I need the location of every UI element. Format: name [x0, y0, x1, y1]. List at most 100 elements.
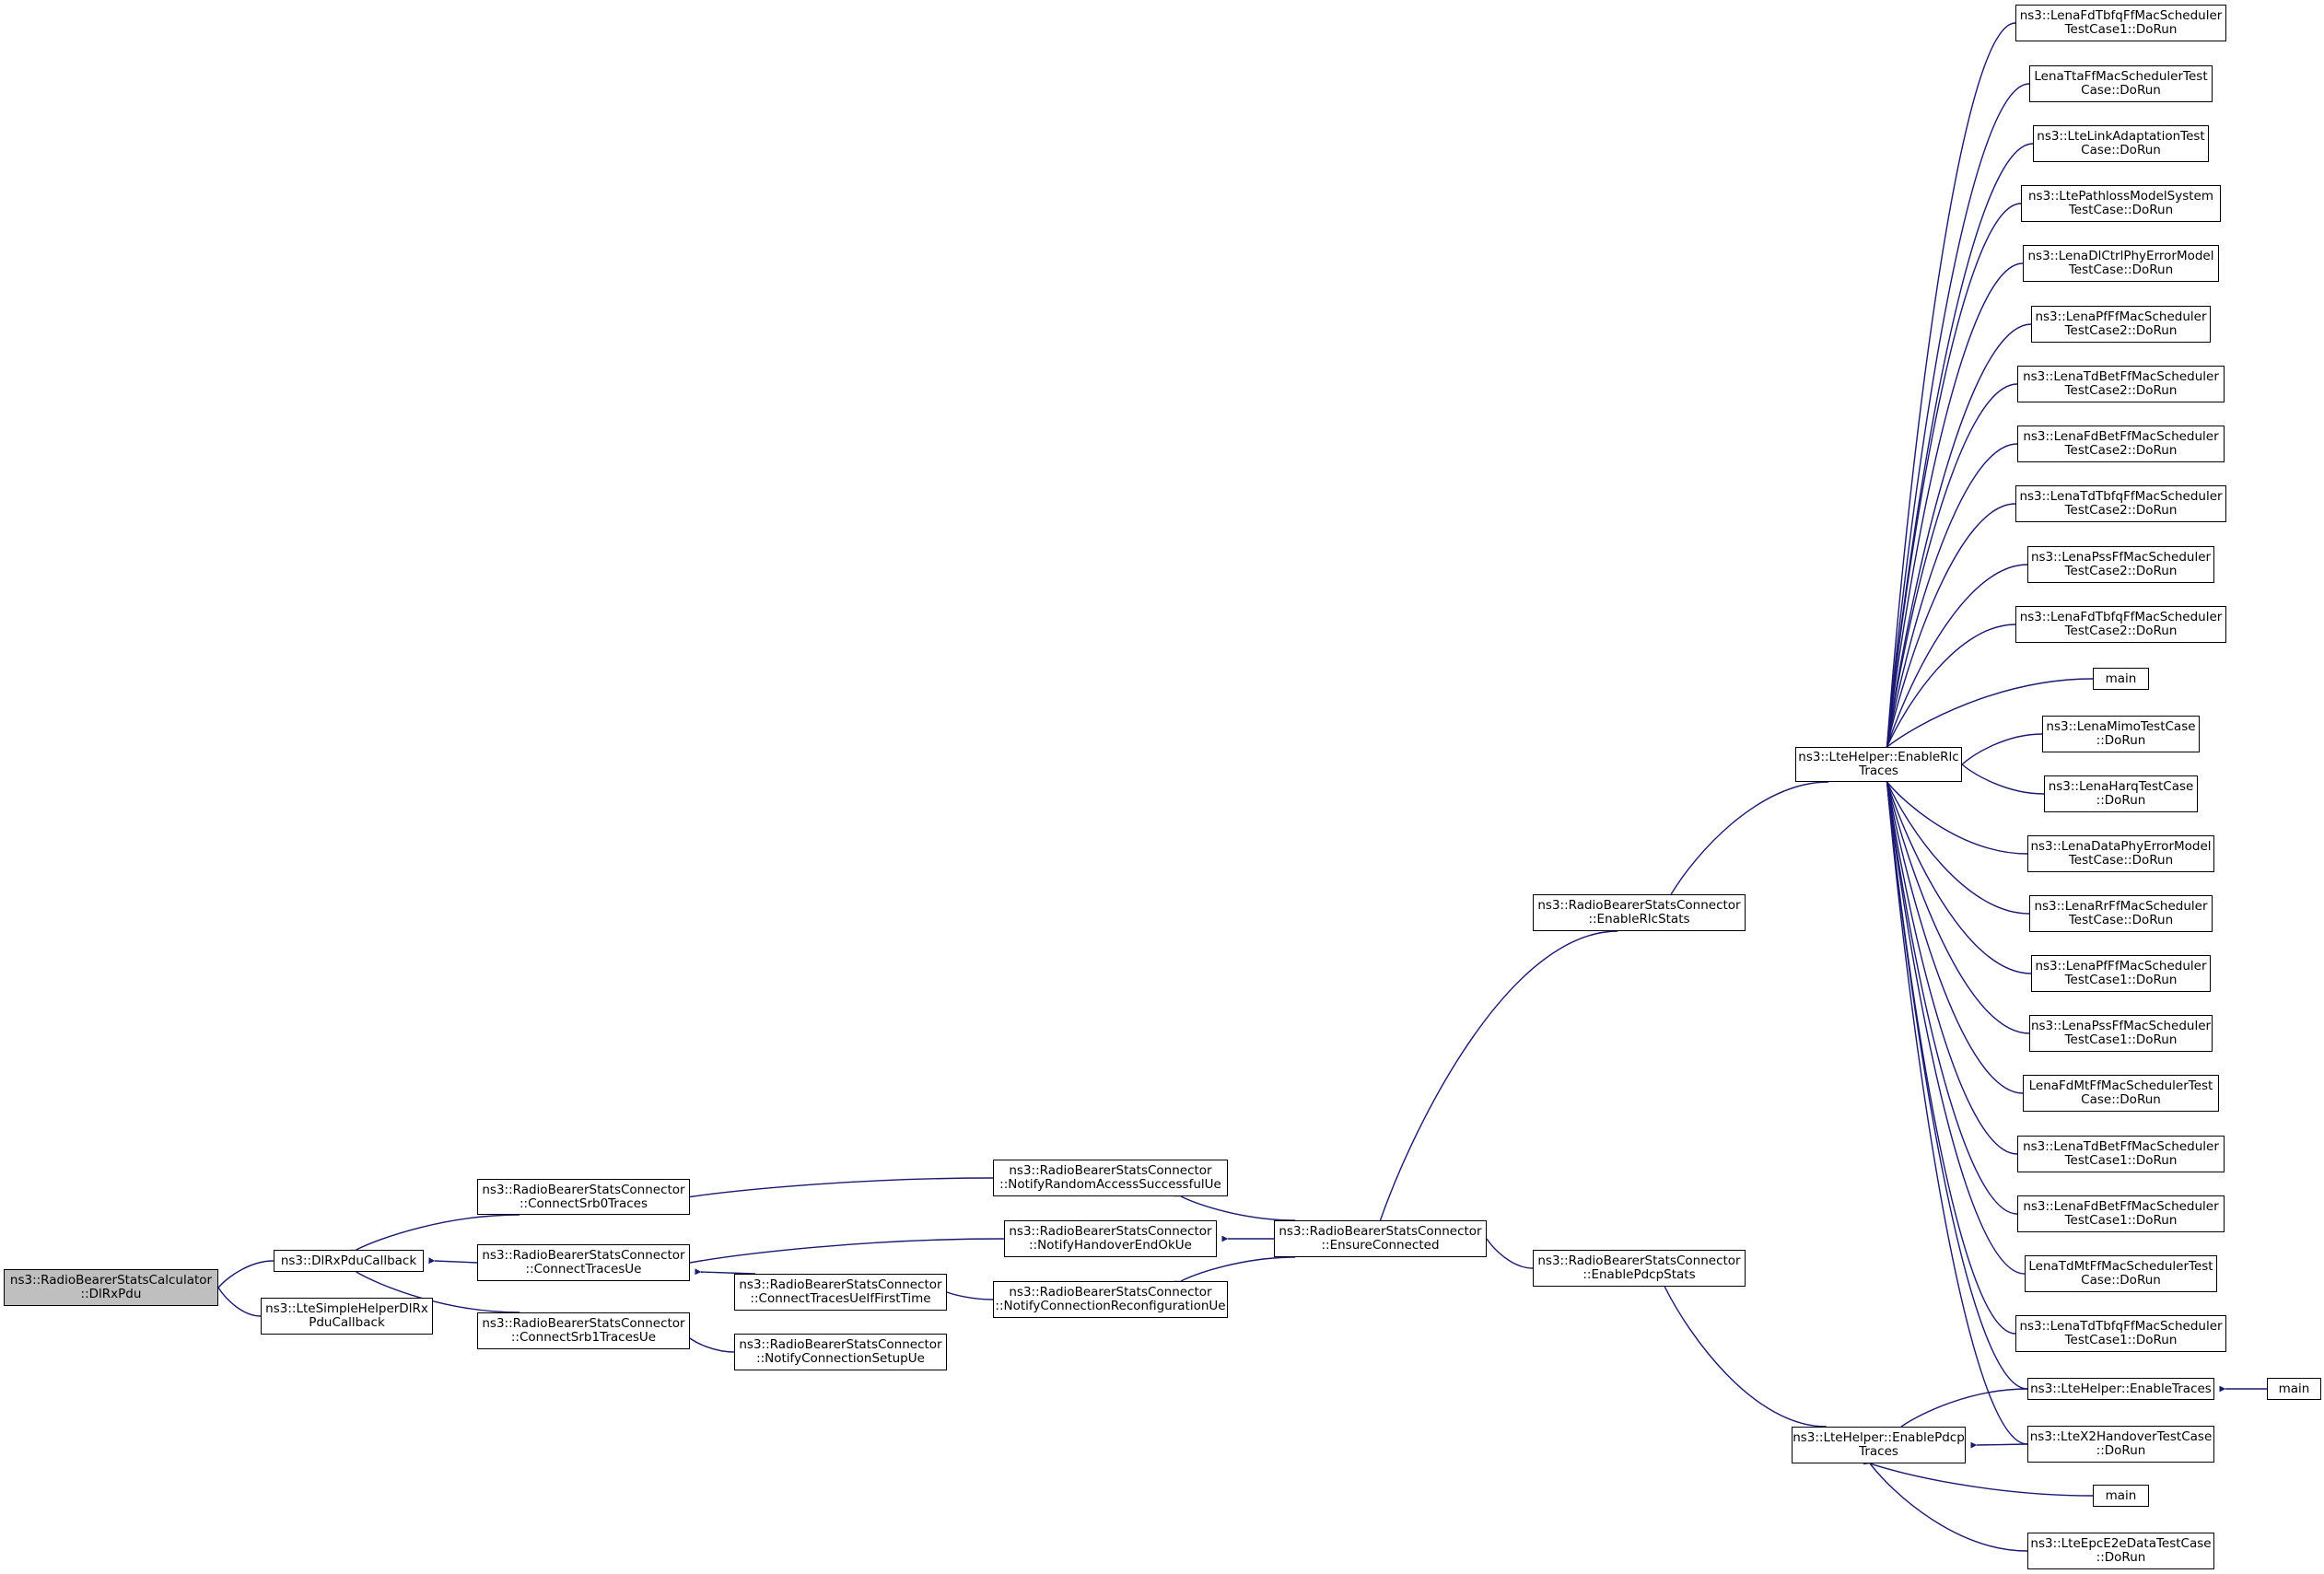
node-label-line: ::ConnectTracesUeIfFirstTime	[750, 1291, 931, 1306]
node-ns3-radiobearerstatsconnector-connecttracesue[interactable]: ns3::RadioBearerStatsConnector::ConnectT…	[477, 1244, 690, 1281]
node-ns3-radiobearerstatsconnector-connectsrb1tracesue[interactable]: ns3::RadioBearerStatsConnector::ConnectS…	[477, 1312, 690, 1349]
node-label-line: ns3::LenaDataPhyErrorModel	[2030, 839, 2212, 854]
node-label-line: TestCase::DoRun	[2068, 853, 2174, 868]
node-label-line: ns3::LteHelper::EnableRlc	[1798, 750, 1959, 764]
node-label-line: TestCase2::DoRun	[2064, 564, 2178, 578]
node-label-line: ::NotifyConnectionReconfigurationUe	[995, 1299, 1226, 1313]
node-label-line: ns3::LtePathlossModelSystem	[2027, 189, 2213, 204]
node-label-line: ns3::LenaFdTbfqFfMacScheduler	[2019, 8, 2223, 23]
node-label-line: TestCase1::DoRun	[2064, 1333, 2178, 1347]
node-ns3-lteepce2edatatestcase-dorun[interactable]: ns3::LteEpcE2eDataTestCase::DoRun	[2027, 1533, 2214, 1569]
edge-t6-to-enrlc	[1883, 323, 2032, 754]
edge-t16-to-enrlc	[1881, 775, 2030, 915]
edge-t21-to-enrlc	[1883, 775, 2018, 1215]
node-label-line: ns3::LenaPfFfMacScheduler	[2035, 959, 2207, 974]
node-ns3-dlrxpducallback[interactable]: ns3::DlRxPduCallback	[274, 1250, 424, 1272]
node-label-line: ::DoRun	[2096, 1550, 2146, 1565]
node-ns3-radiobearerstatsconnector-connecttracesueiffirsttime[interactable]: ns3::RadioBearerStatsConnector::ConnectT…	[734, 1274, 947, 1311]
node-label-line: ::NotifyHandoverEndOkUe	[1029, 1238, 1192, 1253]
node-ns3-radiobearerstatsconnector-notifyhandoverendokue[interactable]: ns3::RadioBearerStatsConnector::NotifyHa…	[1004, 1220, 1217, 1257]
edge-t7-to-enrlc	[1883, 383, 2018, 754]
node-label-line: ::ConnectTracesUe	[525, 1262, 642, 1277]
node-ns3-radiobearerstatsconnector-connectsrb0traces[interactable]: ns3::RadioBearerStatsConnector::ConnectS…	[477, 1179, 690, 1215]
node-label-line: ::EnsureConnected	[1321, 1238, 1440, 1253]
node-label-line: ns3::RadioBearerStatsConnector	[1009, 1163, 1212, 1178]
node-label-line: ::NotifyConnectionSetupUe	[756, 1351, 925, 1366]
node-label-line: ns3::LenaTdBetFfMacScheduler	[2023, 369, 2219, 384]
node-ns3-radiobearerstatsconnector-ensureconnected[interactable]: ns3::RadioBearerStatsConnector::EnsureCo…	[1274, 1220, 1487, 1257]
node-label-line: TestCase1::DoRun	[2064, 1153, 2178, 1168]
node-label-line: ns3::RadioBearerStatsConnector	[1009, 1285, 1212, 1300]
edge-t2-to-enrlc	[1883, 83, 2030, 753]
node-label-line: ::EnablePdcpStats	[1582, 1267, 1696, 1282]
node-ns3-ltex2handovertestcase-dorun[interactable]: ns3::LteX2HandoverTestCase::DoRun	[2027, 1426, 2214, 1463]
edge-t12-to-enrlc	[1880, 678, 2094, 753]
node-label-line: Case::DoRun	[2081, 1092, 2161, 1107]
node-ns3-lenaharqtestcase-dorun[interactable]: ns3::LenaHarqTestCase::DoRun	[2044, 775, 2198, 812]
edge-ensure-to-randacc	[1174, 1190, 1296, 1221]
node-main[interactable]: main	[2093, 1485, 2149, 1507]
node-label-line: ns3::LenaHarqTestCase	[2048, 779, 2194, 794]
node-ns3-radiobearerstatsconnector-enablepdcpstats[interactable]: ns3::RadioBearerStatsConnector::EnablePd…	[1533, 1250, 1746, 1287]
node-label-line: TestCase1::DoRun	[2064, 973, 2178, 987]
edge-enrlcstats-to-ensure	[1374, 930, 1618, 1228]
node-ns3-radiobearerstatsconnector-notifyconnectionsetupue[interactable]: ns3::RadioBearerStatsConnector::NotifyCo…	[734, 1334, 947, 1370]
node-label-line: ns3::LteX2HandoverTestCase	[2029, 1429, 2213, 1444]
node-ns3-radiobearerstatsconnector-enablerlcstats[interactable]: ns3::RadioBearerStatsConnector::EnableRl…	[1533, 894, 1746, 931]
node-label-line: PduCallback	[309, 1315, 385, 1330]
edge-tracesuefirst-to-tracesue	[695, 1268, 756, 1276]
node-label-line: ::DoRun	[2096, 1443, 2146, 1458]
node-ns3-radiobearerstatsconnector-notifyconnectionreconfigurationue[interactable]: ns3::RadioBearerStatsConnector::NotifyCo…	[993, 1281, 1228, 1318]
node-label-line: TestCase2::DoRun	[2064, 443, 2178, 458]
node-main[interactable]: main	[2267, 1378, 2321, 1400]
node-label-line: ns3::LenaPfFfMacScheduler	[2035, 309, 2207, 324]
edge-t8-to-enrlc	[1882, 443, 2018, 754]
edge-srb0-to-dlrx	[349, 1214, 520, 1256]
node-label-line: ns3::LteSimpleHelperDlRx	[265, 1301, 428, 1316]
node-label-line: TestCase1::DoRun	[2064, 22, 2178, 37]
node-label-line: ns3::LenaFdTbfqFfMacScheduler	[2019, 610, 2223, 624]
node-ns3-radiobearerstatsconnector-notifyrandomaccesssuccessfulue[interactable]: ns3::RadioBearerStatsConnector::NotifyRa…	[993, 1160, 1228, 1196]
node-label-line: Traces	[1859, 1444, 1898, 1459]
node-label-line: ns3::LenaPssFfMacScheduler	[2030, 550, 2212, 565]
node-label-line: ns3::RadioBearerStatsConnector	[1537, 898, 1741, 913]
node-label-line: ns3::RadioBearerStatsConnector	[1537, 1253, 1741, 1268]
node-label-line: LenaTtaFfMacSchedulerTest	[2034, 69, 2208, 84]
node-ns3-lenamimotestcase-dorun[interactable]: ns3::LenaMimoTestCase::DoRun	[2042, 716, 2200, 752]
node-label-line: ns3::LenaFdBetFfMacScheduler	[2023, 1199, 2219, 1214]
node-main[interactable]: main	[2093, 668, 2149, 690]
node-ns3-ltehelper-enabletraces[interactable]: ns3::LteHelper::EnableTraces	[2027, 1378, 2214, 1400]
node-label-line: ::ConnectSrb0Traces	[519, 1195, 648, 1211]
node-label-line: ns3::LteHelper::EnablePdcp	[1793, 1430, 1965, 1445]
node-label-line: TestCase::DoRun	[2068, 203, 2174, 217]
node-ns3-radiobearerstatscalculator-dlrxpdu: ns3::RadioBearerStatsCalculator::DlRxPdu	[4, 1269, 218, 1306]
node-label-line: Case::DoRun	[2081, 143, 2161, 157]
edge-t17-to-enrlc	[1882, 775, 2032, 974]
edge-enrlc-to-enrlcstats	[1664, 781, 1829, 902]
